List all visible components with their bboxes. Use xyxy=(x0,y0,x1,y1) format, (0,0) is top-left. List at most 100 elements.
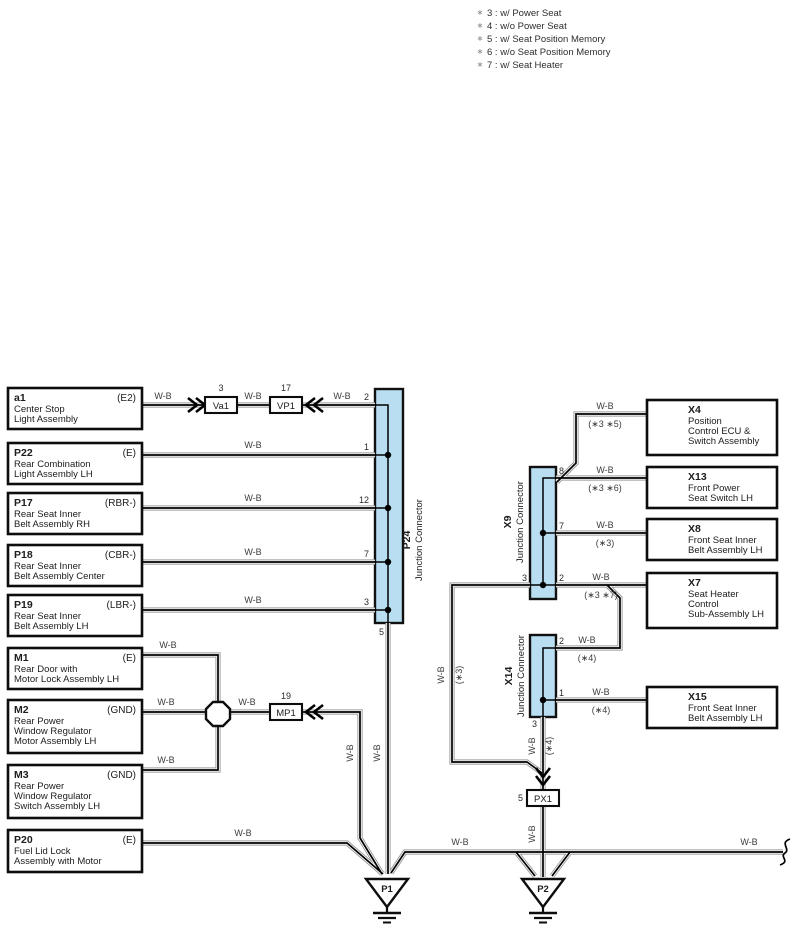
legend-item: 6 : w/o Seat Position Memory xyxy=(487,47,611,58)
junction-label-x9: X9 Junction Connector xyxy=(502,481,526,563)
wire-color-label: W-B xyxy=(157,755,174,765)
wire-color-label: W-B xyxy=(592,572,609,582)
component-p22: P22 (E) Rear Combination Light Assembly … xyxy=(6,441,144,486)
component-p20: P20 (E) Fuel Lid Lock Assembly with Moto… xyxy=(6,828,144,874)
pin-number: 3 xyxy=(522,573,527,583)
component-code: (CBR-) xyxy=(105,550,136,561)
wire-color-label: W-B xyxy=(527,825,537,842)
component-m2: M2 (GND) Rear Power Window Regulator Mot… xyxy=(6,698,144,755)
component-desc: Light Assembly LH xyxy=(14,469,93,480)
wire-color-label: W-B xyxy=(234,828,251,838)
connector-label: VP1 xyxy=(277,401,295,412)
component-desc: Seat Switch LH xyxy=(688,493,753,504)
connector-label: Va1 xyxy=(213,401,229,412)
component-desc: Control ECU & xyxy=(688,426,751,437)
legend: ∗ 3 : w/ Power Seat ∗ 4 : w/o Power Seat… xyxy=(477,8,611,71)
wire-color-label: W-B xyxy=(596,520,613,530)
legend-item: 4 : w/o Power Seat xyxy=(487,21,567,32)
component-desc: Rear Seat Inner xyxy=(14,509,81,520)
component-desc: Rear Power xyxy=(14,716,64,727)
component-desc: Rear Seat Inner xyxy=(14,611,81,622)
component-desc: Front Seat Inner xyxy=(688,703,757,714)
wire-color-label: W-B xyxy=(238,697,255,707)
component-desc: Control xyxy=(688,599,719,610)
wire-color-label: W-B xyxy=(345,744,355,761)
component-code: (E2) xyxy=(117,393,136,404)
wire-color-label: W-B xyxy=(333,391,350,401)
component-x13: X13 Front Power Seat Switch LH xyxy=(645,465,779,510)
legend-item: 5 : w/ Seat Position Memory xyxy=(487,34,606,45)
wire-color-label: W-B xyxy=(154,391,171,401)
wire-color-label: W-B xyxy=(578,635,595,645)
component-x8: X8 Front Seat Inner Belt Assembly LH xyxy=(645,517,779,562)
pin-number: 2 xyxy=(364,392,369,402)
pin-number: 19 xyxy=(281,691,291,701)
pin-number: 3 xyxy=(218,383,223,393)
wire-color-label: W-B xyxy=(244,547,261,557)
component-desc: Rear Power xyxy=(14,781,64,792)
component-code: (RBR-) xyxy=(105,498,136,509)
component-id: X4 xyxy=(688,404,701,416)
wire-color-label: W-B xyxy=(592,687,609,697)
component-desc: Belt Assembly RH xyxy=(14,519,90,530)
component-desc: Assembly with Motor xyxy=(14,856,102,867)
connector-label: MP1 xyxy=(276,708,296,719)
connector-va1: 3 Va1 xyxy=(203,383,239,415)
component-desc: Belt Assembly Center xyxy=(14,571,105,582)
wire-color-label: W-B xyxy=(159,640,176,650)
pin-number: 7 xyxy=(559,521,564,531)
junction-id: P24 xyxy=(401,531,413,550)
component-id: P18 xyxy=(14,549,33,561)
legend-bullet: ∗ xyxy=(477,47,484,56)
pin-numbers: 2 1 12 7 3 5 8 7 2 3 2 1 3 xyxy=(359,392,564,729)
wire-option-label: (∗3) xyxy=(596,538,615,548)
wire-color-label: W-B xyxy=(451,837,468,847)
component-desc: Window Regulator xyxy=(14,726,92,737)
component-desc: Rear Door with xyxy=(14,664,77,675)
junction-type: Junction Connector xyxy=(414,499,425,581)
component-id: P17 xyxy=(14,497,33,509)
wire-labels: W-B W-B W-B W-B W-B W-B W-B W-B W-B W-B … xyxy=(154,391,757,847)
wire-option-label: (∗4) xyxy=(592,705,611,715)
component-desc: Switch Assembly xyxy=(688,436,760,447)
component-desc: Front Power xyxy=(688,483,740,494)
component-desc: Belt Assembly LH xyxy=(688,545,763,556)
connector-px1: 5 PX1 xyxy=(518,788,561,808)
component-id: M2 xyxy=(14,704,29,716)
junction-label-x14: X14 Junction Connector xyxy=(503,635,527,717)
junction-type: Junction Connector xyxy=(516,635,527,717)
junction-id: X9 xyxy=(502,515,514,528)
pin-number: 3 xyxy=(532,719,537,729)
pin-number: 5 xyxy=(379,627,384,637)
wire-color-label: W-B xyxy=(244,595,261,605)
wire-option-label: (∗4) xyxy=(544,737,554,756)
component-desc: Rear Seat Inner xyxy=(14,561,81,572)
junction-type: Junction Connector xyxy=(515,481,526,563)
component-id: M3 xyxy=(14,769,29,781)
wire-option-label: (∗3 ∗5) xyxy=(588,419,622,429)
wire-color-label: W-B xyxy=(244,440,261,450)
component-id: P20 xyxy=(14,834,33,846)
component-desc: Motor Lock Assembly LH xyxy=(14,674,119,685)
splice-octagon xyxy=(204,700,232,728)
component-id: P22 xyxy=(14,447,33,459)
component-x7: X7 Seat Heater Control Sub-Assembly LH xyxy=(645,571,779,630)
pin-number: 7 xyxy=(364,549,369,559)
component-p18: P18 (CBR-) Rear Seat Inner Belt Assembly… xyxy=(6,543,144,588)
component-desc: Rear Combination xyxy=(14,459,91,470)
component-desc: Belt Assembly LH xyxy=(688,713,763,724)
wire-option-label: (∗3) xyxy=(454,666,464,685)
wire-option-label: (∗4) xyxy=(578,653,597,663)
connector-vp1: 17 VP1 xyxy=(268,383,304,415)
wire-option-label: (∗3 ∗7) xyxy=(584,590,618,600)
component-p19: P19 (LBR-) Rear Seat Inner Belt Assembly… xyxy=(6,593,144,638)
wire-color-label: W-B xyxy=(527,737,537,754)
component-x15: X15 Front Seat Inner Belt Assembly LH xyxy=(645,685,779,730)
component-x4: X4 Position Control ECU & Switch Assembl… xyxy=(645,398,779,457)
component-p17: P17 (RBR-) Rear Seat Inner Belt Assembly… xyxy=(6,491,144,536)
component-desc: Light Assembly xyxy=(14,414,78,425)
component-desc: Position xyxy=(688,416,722,427)
component-id: X13 xyxy=(688,471,707,483)
wire-color-label: W-B xyxy=(596,401,613,411)
